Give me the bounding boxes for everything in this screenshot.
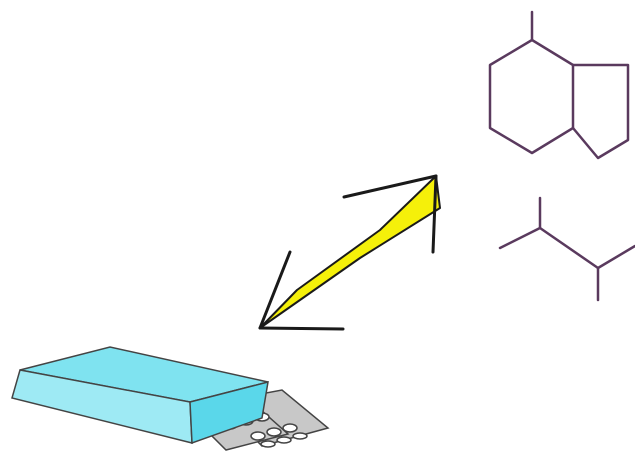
arrow-head-top-barb <box>342 174 438 199</box>
chain-bond-3 <box>538 226 600 270</box>
arrow-body <box>259 175 441 329</box>
fused-ring-molecule-icon <box>488 10 630 160</box>
hexagon-ring <box>488 38 575 155</box>
arrow-tail-left-barb <box>258 250 292 330</box>
pentagon-ring <box>571 63 630 160</box>
chain-bond-5 <box>596 244 635 270</box>
medicine-box-icon <box>11 346 330 451</box>
arrow-tail-bottom-barb <box>258 326 345 331</box>
box-side-face <box>189 380 269 445</box>
chain-bond-1 <box>498 226 542 250</box>
double-headed-arrow-icon <box>258 174 441 331</box>
branched-chain-molecule-icon <box>498 196 635 302</box>
arrow-head-right-barb <box>431 174 438 254</box>
